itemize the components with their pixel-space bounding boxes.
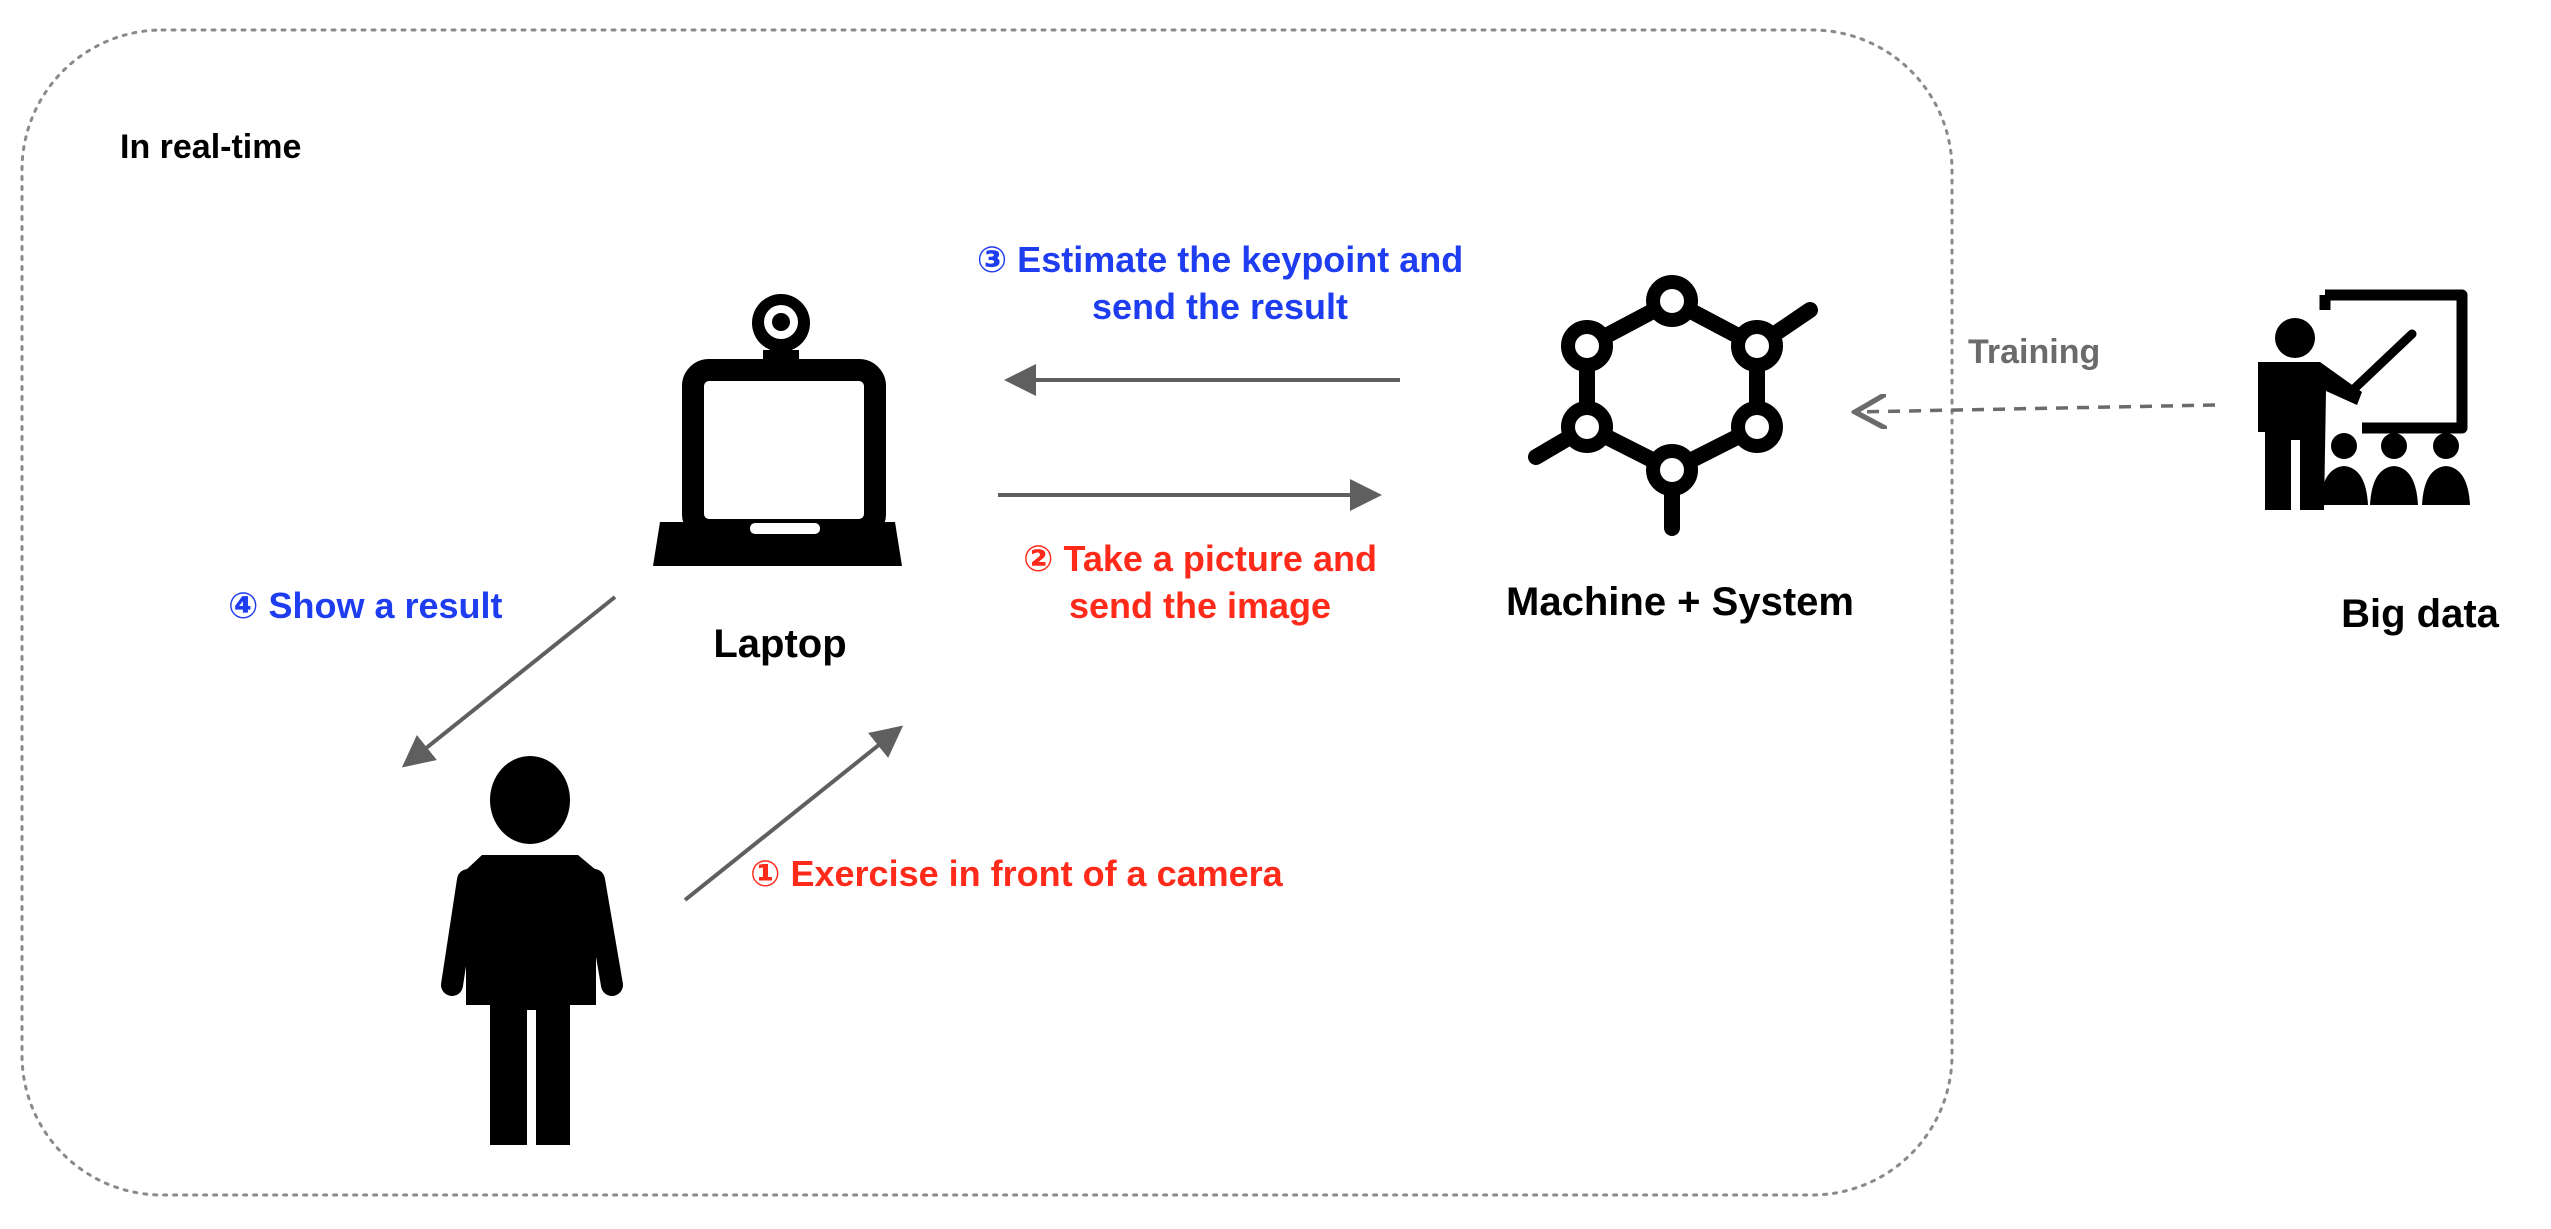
step2-line2: send the image [1068,585,1332,626]
arrow-person-to-laptop [683,725,904,902]
arrow-laptop-to-person [401,595,617,768]
step3-label: ③ Estimate the keypoint and send the res… [900,236,1540,330]
laptop-webcam-icon [653,294,902,566]
step4-label: ④ Show a result [228,585,503,626]
step2-label: ② Take a picture and send the image [960,535,1440,629]
bigdata-label: Big data [2341,592,2499,636]
machine-label: Machine + System [1506,580,1854,624]
step1-label: ① Exercise in front of a camera [750,853,1283,894]
training-label: Training [1968,333,2101,371]
laptop-label: Laptop [713,622,847,666]
teacher-presentation-icon [2258,289,2470,510]
step2-line1: ② Take a picture and [1023,538,1377,579]
region-label: In real-time [120,128,302,166]
person-icon [441,756,623,1145]
step3-line1: ③ Estimate the keypoint and [976,239,1464,280]
arrow-training [1855,405,2216,412]
step3-line2: send the result [1091,286,1349,327]
neural-network-icon [1528,275,1818,536]
real-time-region-border [20,28,1954,1197]
